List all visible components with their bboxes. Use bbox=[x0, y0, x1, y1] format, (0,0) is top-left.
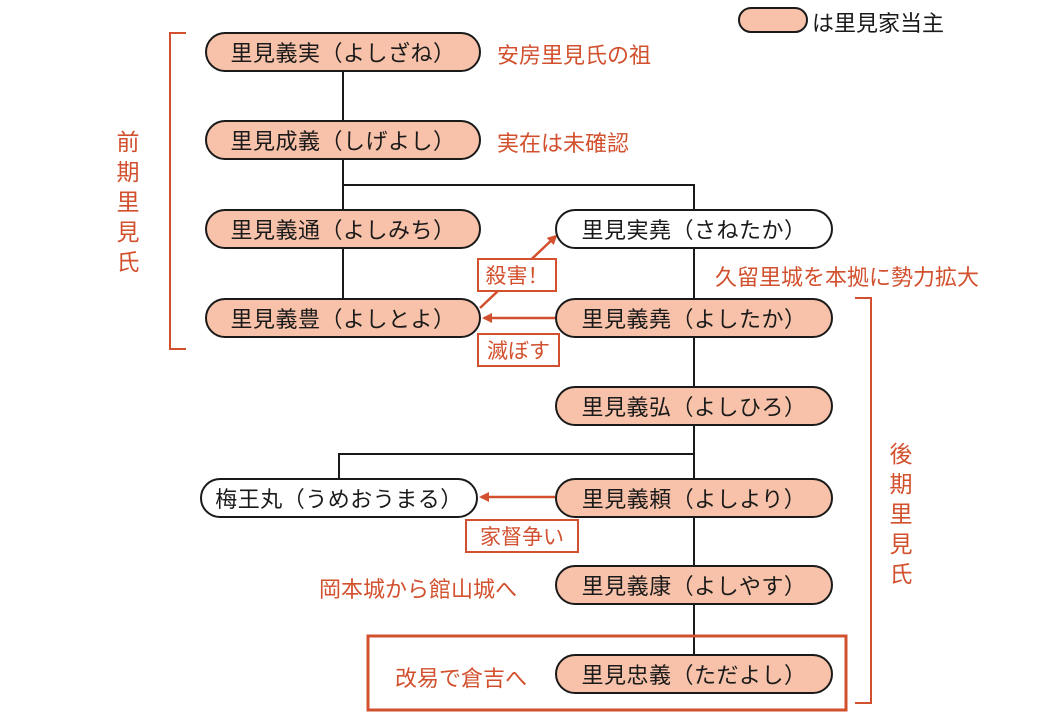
note-yoshizane: 安房里見氏の祖 bbox=[497, 44, 652, 69]
link-shigeyoshi-sanetaka bbox=[343, 184, 695, 209]
legend-label: は里見家当主 bbox=[812, 12, 945, 37]
person-node-yoshizane: 里見義実（よしざね） bbox=[205, 32, 481, 72]
later-period-label: 後期里見氏 bbox=[889, 442, 913, 588]
event-satsugai: 殺害！ bbox=[477, 258, 557, 292]
note-shigeyoshi: 実在は未確認 bbox=[497, 132, 630, 157]
person-node-sanetaka: 里見実堯（さねたか） bbox=[555, 209, 833, 249]
early-period-bracket bbox=[169, 32, 186, 350]
note-okamoto: 岡本城から館山城へ bbox=[319, 578, 518, 603]
later-period-bracket bbox=[855, 297, 872, 704]
note-kururi: 久留里城を本拠に勢力拡大 bbox=[715, 266, 980, 291]
tadayoshi-highlight-box bbox=[366, 634, 848, 712]
person-node-umeomaru: 梅王丸（うめおうまる） bbox=[200, 478, 478, 518]
early-period-label: 前期里見氏 bbox=[116, 130, 140, 276]
link-yoshihiro-umeomaru bbox=[338, 453, 694, 478]
person-node-shigeyoshi: 里見成義（しげよし） bbox=[205, 120, 481, 160]
legend-swatch bbox=[738, 7, 808, 33]
person-node-yoshimichi: 里見義通（よしみち） bbox=[205, 209, 481, 249]
person-node-yoshiyori: 里見義頼（よしより） bbox=[555, 478, 833, 518]
person-node-yoshitaka: 里見義堯（よしたか） bbox=[555, 298, 833, 338]
person-node-yoshitoyo: 里見義豊（よしとよ） bbox=[205, 298, 481, 338]
event-horobosu: 滅ぼす bbox=[477, 333, 560, 367]
person-node-yoshiyasu: 里見義康（よしやす） bbox=[555, 565, 833, 605]
person-node-yoshihiro: 里見義弘（よしひろ） bbox=[555, 386, 833, 426]
event-katoku: 家督争い bbox=[465, 519, 579, 553]
note-kaieki: 改易で倉吉へ bbox=[395, 667, 528, 692]
person-node-tadayoshi: 里見忠義（ただよし） bbox=[555, 654, 833, 694]
